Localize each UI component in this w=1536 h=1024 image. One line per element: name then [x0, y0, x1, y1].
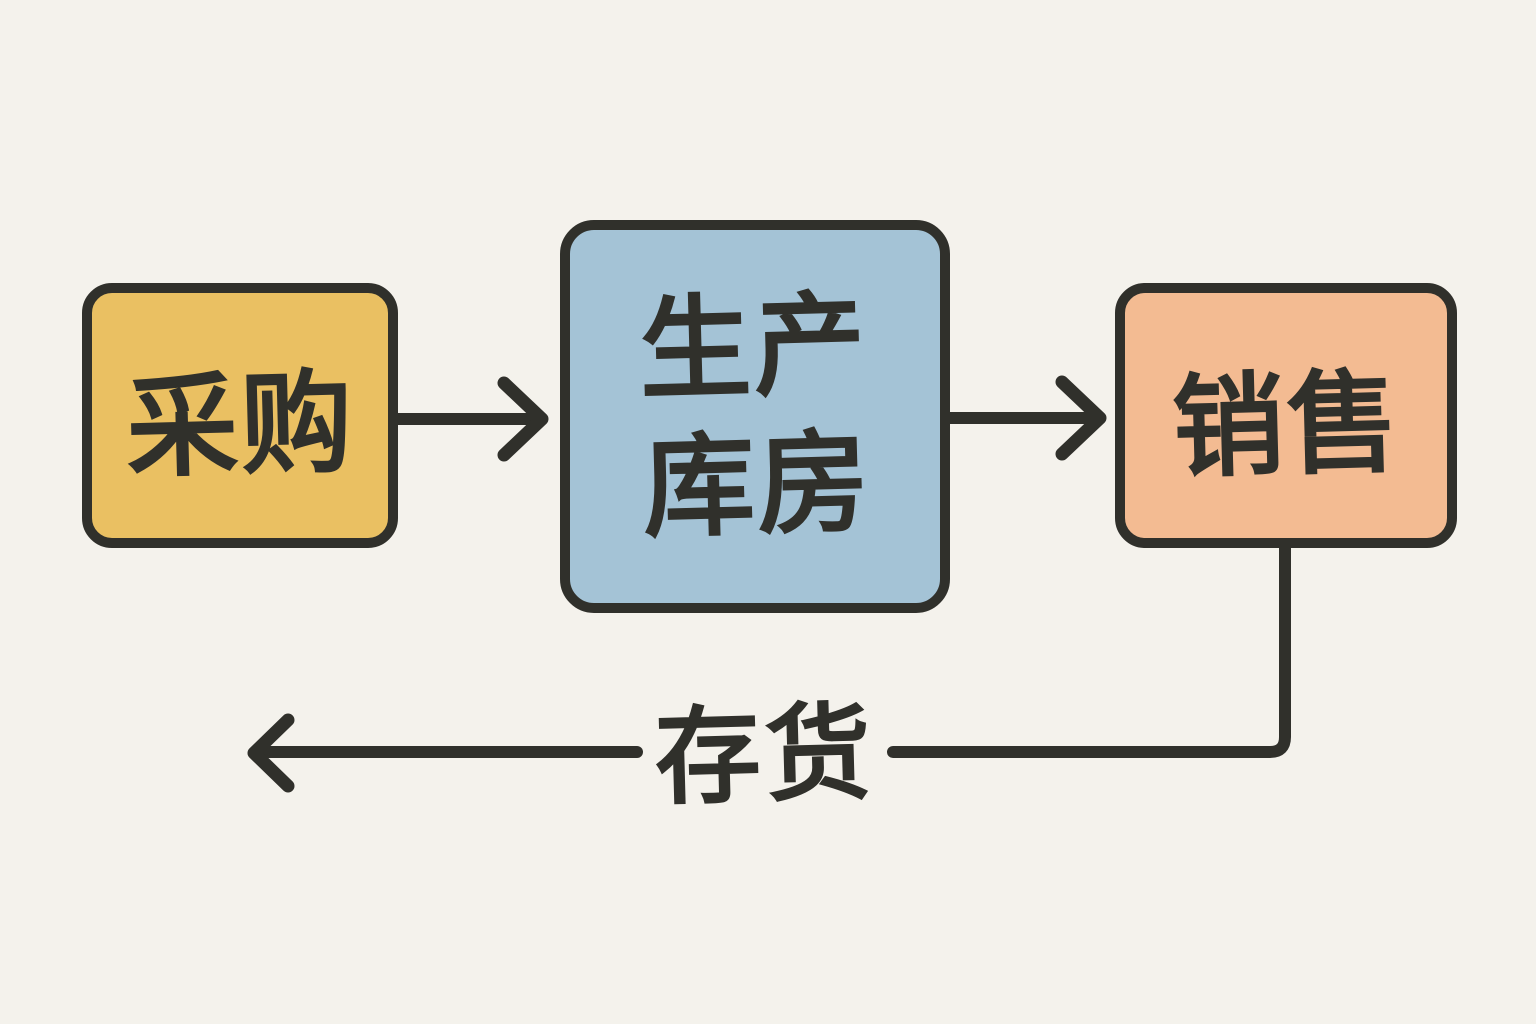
arrow-right-icon [944, 375, 1107, 461]
node-sales-label: 销售 [1170, 357, 1403, 494]
node-production-line2: 库房 [640, 417, 873, 554]
node-sales: 销售 [1115, 283, 1457, 548]
arrow-right-icon [392, 376, 549, 462]
arrow-head [497, 376, 549, 462]
inventory-edge-label: 存货 [653, 691, 877, 820]
arrow-head [247, 713, 295, 793]
node-procurement: 采购 [82, 283, 398, 548]
node-production-warehouse: 生产 库房 [560, 220, 950, 613]
node-production-line1: 生产 [637, 279, 870, 416]
node-procurement-label: 采购 [124, 357, 357, 494]
arrow-head [1055, 375, 1107, 461]
node-production-warehouse-label: 生产 库房 [637, 276, 873, 558]
